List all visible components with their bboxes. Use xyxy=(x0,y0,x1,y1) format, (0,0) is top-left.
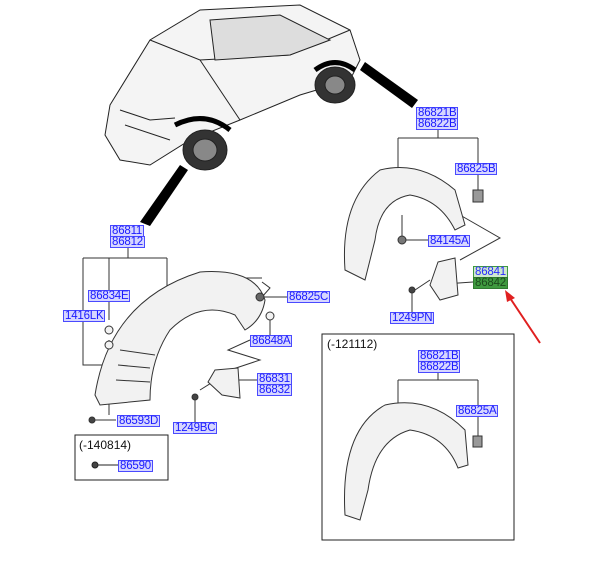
part-86825A[interactable]: 86825A xyxy=(456,405,499,417)
part-86812[interactable]: 86812 xyxy=(110,236,145,248)
part-86825C[interactable]: 86825C xyxy=(287,291,331,303)
part-86848A[interactable]: 86848A xyxy=(250,335,293,347)
front-liner-drawing xyxy=(88,271,275,424)
part-86593D[interactable]: 86593D xyxy=(117,415,161,427)
part-1416LK[interactable]: 1416LK xyxy=(63,310,106,322)
part-84145A[interactable]: 84145A xyxy=(428,235,471,247)
part-86822B[interactable]: 86822B xyxy=(416,118,459,130)
callout-arrows xyxy=(140,62,418,226)
highlight-arrow xyxy=(505,290,541,344)
variant-box-frames xyxy=(74,333,515,541)
part-86832[interactable]: 86832 xyxy=(257,384,292,396)
part-86842-highlighted[interactable]: 86842 xyxy=(473,277,508,289)
part-86825B[interactable]: 86825B xyxy=(455,163,498,175)
variant-label-140814: (-140814) xyxy=(79,438,132,452)
variant-label-121112: (-121112) xyxy=(327,337,378,351)
rear-liner-drawing xyxy=(343,167,484,301)
variant-part-86822B[interactable]: 86822B xyxy=(418,361,461,373)
part-1249BC[interactable]: 1249BC xyxy=(173,422,218,434)
part-86590[interactable]: 86590 xyxy=(118,460,153,472)
car-illustration xyxy=(104,4,361,171)
part-86834E[interactable]: 86834E xyxy=(88,290,131,302)
part-1249PN[interactable]: 1249PN xyxy=(390,312,435,324)
variant-liner-drawing xyxy=(344,402,483,521)
